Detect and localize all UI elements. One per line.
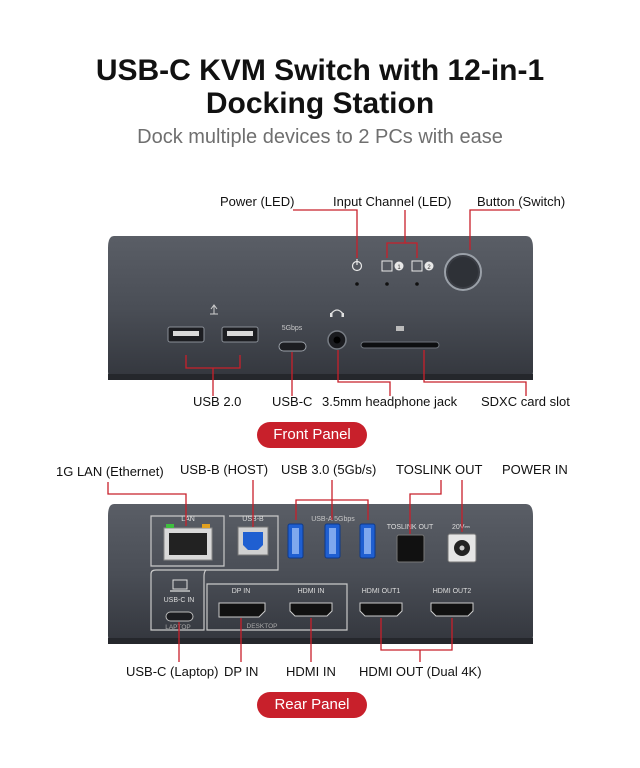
- headphone-icon: [330, 309, 344, 317]
- sdxc-slot[interactable]: [360, 341, 440, 349]
- front-panel-badge: Front Panel: [257, 422, 367, 448]
- callout-sdxc: SDXC card slot: [481, 394, 570, 409]
- usbb-port[interactable]: [237, 526, 269, 556]
- sd-card-icon: [396, 326, 404, 331]
- lan-text: LAN: [181, 516, 195, 523]
- callout-toslink: TOSLINK OUT: [396, 462, 483, 477]
- gbps-label: 5Gbps: [282, 325, 303, 332]
- callout-usb3: USB 3.0 (5Gb/s): [281, 462, 377, 477]
- toslink-port[interactable]: [396, 534, 425, 563]
- usb-group-text: USB-A 5Gbps: [311, 516, 355, 523]
- power-led-icon: [351, 259, 363, 286]
- callout-usbc-laptop: USB-C (Laptop): [126, 664, 219, 679]
- dp-in-port[interactable]: [218, 602, 266, 618]
- dc-power-jack[interactable]: [447, 533, 477, 563]
- callout-dp-in: DP IN: [224, 664, 259, 679]
- rear-panel-body: [108, 504, 533, 644]
- desktop-text: DESKTOP: [247, 623, 278, 630]
- usb2-port-2[interactable]: [221, 326, 259, 343]
- usb3-port-2[interactable]: [324, 523, 341, 559]
- title-line-2: Docking Station: [205, 87, 435, 120]
- hdmi-in-port[interactable]: [289, 602, 333, 617]
- usbc-front-port[interactable]: [278, 341, 307, 352]
- channel-1-icon: [381, 260, 404, 286]
- lan-port[interactable]: [163, 524, 213, 561]
- title-line-1: USB-C KVM Switch with 12-in-1: [95, 54, 545, 87]
- hdmi-out-2-port[interactable]: [430, 602, 474, 617]
- rear-callout-lines: [107, 480, 463, 662]
- usb3-port-3[interactable]: [359, 523, 376, 559]
- front-callout-lines: [185, 209, 527, 396]
- dc-text: 20V⎓: [452, 524, 470, 531]
- callout-headphone: 3.5mm headphone jack: [322, 394, 458, 409]
- ch2-text: 2: [427, 265, 431, 271]
- switch-button[interactable]: [444, 253, 482, 291]
- callout-power-in: POWER IN: [502, 462, 568, 477]
- rear-panel-badge: Rear Panel: [257, 692, 367, 718]
- callout-usb2: USB 2.0: [193, 394, 242, 409]
- callout-button-switch: Button (Switch): [477, 194, 566, 209]
- hdmi-out2-text: HDMI OUT2: [433, 588, 472, 595]
- page-title: USB-C KVM Switch with 12-in-1 Docking St…: [0, 54, 640, 120]
- laptop-icon: [170, 579, 190, 592]
- hdmi-in-text: HDMI IN: [298, 588, 325, 595]
- rear-port-groups: [150, 515, 348, 631]
- usbc-in-text: USB-C IN: [164, 597, 195, 604]
- usb2-port-1[interactable]: [167, 326, 205, 343]
- callout-lan: 1G LAN (Ethernet): [56, 464, 164, 479]
- channel-2-icon: [411, 260, 434, 286]
- callout-hdmi-out: HDMI OUT (Dual 4K): [359, 664, 482, 679]
- dp-in-text: DP IN: [232, 588, 251, 595]
- callout-power-led: Power (LED): [220, 194, 295, 209]
- subtitle: Dock multiple devices to 2 PCs with ease: [137, 126, 503, 148]
- hdmi-out-1-port[interactable]: [359, 602, 403, 617]
- usbc-laptop-port[interactable]: [165, 611, 194, 622]
- callout-hdmi-in: HDMI IN: [286, 664, 336, 679]
- usb3-port-1[interactable]: [287, 523, 304, 559]
- laptop-text: LAPTOP: [165, 624, 191, 631]
- ch1-text: 1: [397, 265, 401, 271]
- hdmi-out1-text: HDMI OUT1: [362, 588, 401, 595]
- callout-usbc: USB-C: [272, 394, 313, 409]
- usb-symbol-icon: [210, 304, 218, 315]
- callout-input-channel: Input Channel (LED): [333, 194, 452, 209]
- callout-usbb: USB-B (HOST): [180, 462, 269, 477]
